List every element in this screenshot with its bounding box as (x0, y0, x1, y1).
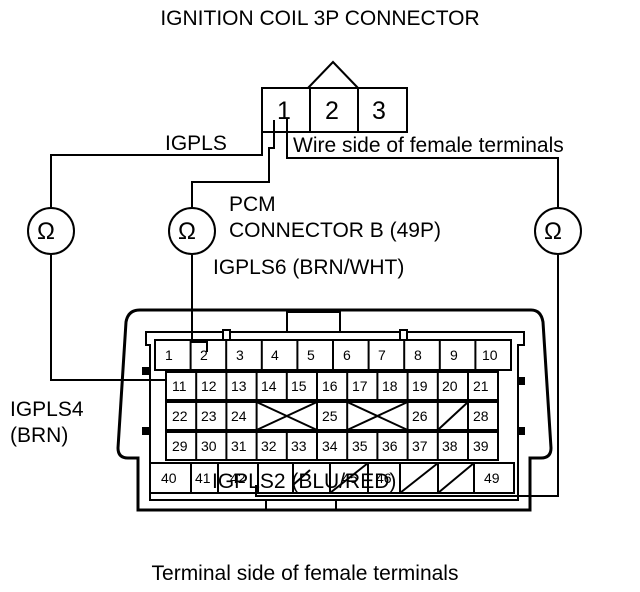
label-igpls4: IGPLS4 (10, 398, 84, 421)
pcm-mark-4 (517, 427, 525, 435)
pcm-pin: 39 (473, 438, 489, 454)
pcm-pin: 16 (322, 378, 338, 394)
wire-igpls-right (286, 118, 559, 207)
pcm-mark-2 (517, 377, 525, 385)
pcm-pin: 21 (473, 378, 489, 394)
pcm-pin: 49 (484, 470, 500, 486)
diagram-title: IGNITION COIL 3P CONNECTOR (160, 7, 480, 30)
pcm-pin: 35 (352, 438, 368, 454)
pcm-connector (116, 308, 553, 512)
pcm-pin: 10 (482, 347, 498, 363)
pcm-row2-dividers (195, 372, 469, 400)
pcm-pin: 29 (172, 438, 188, 454)
pcm-row4-frame (165, 431, 499, 461)
pcm-row1-dividers (189, 340, 477, 370)
ohmmeters (27, 207, 582, 255)
pcm-pin: 38 (442, 438, 458, 454)
pcm-pin: 41 (195, 470, 211, 486)
coil-side-label: Wire side of female terminals (293, 134, 566, 157)
wire-igpls6 (191, 255, 208, 352)
pcm-blank-cavities-row5 (292, 462, 475, 494)
pcm-row5-frame (149, 462, 515, 494)
pcm-pin: 37 (412, 438, 428, 454)
pcm-pin: 2 (200, 347, 208, 363)
pcm-pin: 42 (230, 470, 246, 486)
pcm-row4-dividers (195, 432, 469, 460)
label-igpls2: IGPLS2 (BLU/RED) (212, 470, 397, 493)
label-igpls6: IGPLS6 (BRN/WHT) (213, 256, 405, 279)
pcm-mark-3 (142, 427, 150, 435)
pcm-pin: 46 (376, 470, 392, 486)
label-pcm-connector: CONNECTOR B (49P) (229, 219, 441, 242)
pcm-pin: 22 (172, 408, 188, 424)
coil-connector (261, 60, 408, 133)
pcm-housing-inner (145, 331, 525, 501)
coil-connector-body (261, 87, 408, 133)
pcm-pin: 23 (201, 408, 217, 424)
pcm-pin: 1 (165, 347, 173, 363)
pcm-mark-1 (142, 367, 150, 375)
pcm-row3-dividers (195, 402, 469, 430)
label-igpls4-color: (BRN) (10, 424, 69, 447)
pcm-pin: 18 (382, 378, 398, 394)
ohmmeter-right-symbol: Ω (544, 218, 562, 245)
pcm-pin: 19 (412, 378, 428, 394)
ohmmeter-left (27, 207, 75, 255)
pcm-pin: 4 (271, 347, 279, 363)
ohmmeter-middle (168, 207, 216, 255)
pcm-pin: 8 (414, 347, 422, 363)
label-igpls: IGPLS (165, 132, 227, 155)
pcm-pin: 17 (352, 378, 368, 394)
pcm-pin: 9 (450, 347, 458, 363)
pcm-pin: 7 (378, 347, 386, 363)
pcm-notch-right (399, 329, 408, 341)
pcm-pin: 14 (261, 378, 277, 394)
pcm-bottom-tab (265, 499, 337, 511)
wire-igpls2 (255, 255, 559, 497)
pcm-pin: 13 (231, 378, 247, 394)
pcm-pin: 24 (231, 408, 247, 424)
pcm-blank-cavities-row3 (256, 401, 469, 431)
wire-igpls4 (50, 255, 166, 381)
pcm-pin: 34 (322, 438, 338, 454)
label-pcm: PCM (229, 193, 276, 216)
footer-caption: Terminal side of female terminals (151, 562, 459, 585)
pcm-pin: 11 (172, 378, 187, 394)
pcm-pin: 40 (161, 470, 177, 486)
pcm-pin: 33 (291, 438, 307, 454)
pcm-latch (286, 311, 341, 332)
pcm-housing-outer (116, 308, 553, 512)
wires (50, 118, 559, 497)
wire-igpls-mid (191, 120, 275, 207)
coil-terminal-2: 2 (325, 97, 339, 125)
pcm-pin: 30 (201, 438, 217, 454)
pcm-pin: 45 (342, 470, 358, 486)
pcm-pin: 12 (201, 378, 217, 394)
coil-terminal-1: 1 (277, 97, 291, 125)
pcm-notch-left (222, 329, 231, 341)
pcm-pin: 3 (236, 347, 244, 363)
pcm-pin: 5 (307, 347, 315, 363)
pcm-row2-frame (165, 371, 499, 401)
wire-igpls (50, 132, 263, 207)
ohmmeter-left-symbol: Ω (37, 218, 55, 245)
pcm-pin: 6 (343, 347, 351, 363)
pcm-pin: 20 (442, 378, 458, 394)
ohmmeter-right (534, 207, 582, 255)
ohmmeter-middle-symbol: Ω (178, 218, 196, 245)
pcm-pin: 32 (261, 438, 277, 454)
pcm-pin: 15 (291, 378, 307, 394)
pcm-row3-frame (165, 401, 499, 431)
pcm-pin: 36 (382, 438, 398, 454)
pcm-pin: 25 (322, 408, 338, 424)
pcm-row5-dividers (190, 463, 475, 493)
pcm-pin: 31 (231, 438, 247, 454)
pcm-pin: 28 (473, 408, 489, 424)
pcm-pin: 26 (412, 408, 428, 424)
coil-connector-key (307, 60, 359, 89)
coil-terminal-3: 3 (372, 97, 386, 125)
